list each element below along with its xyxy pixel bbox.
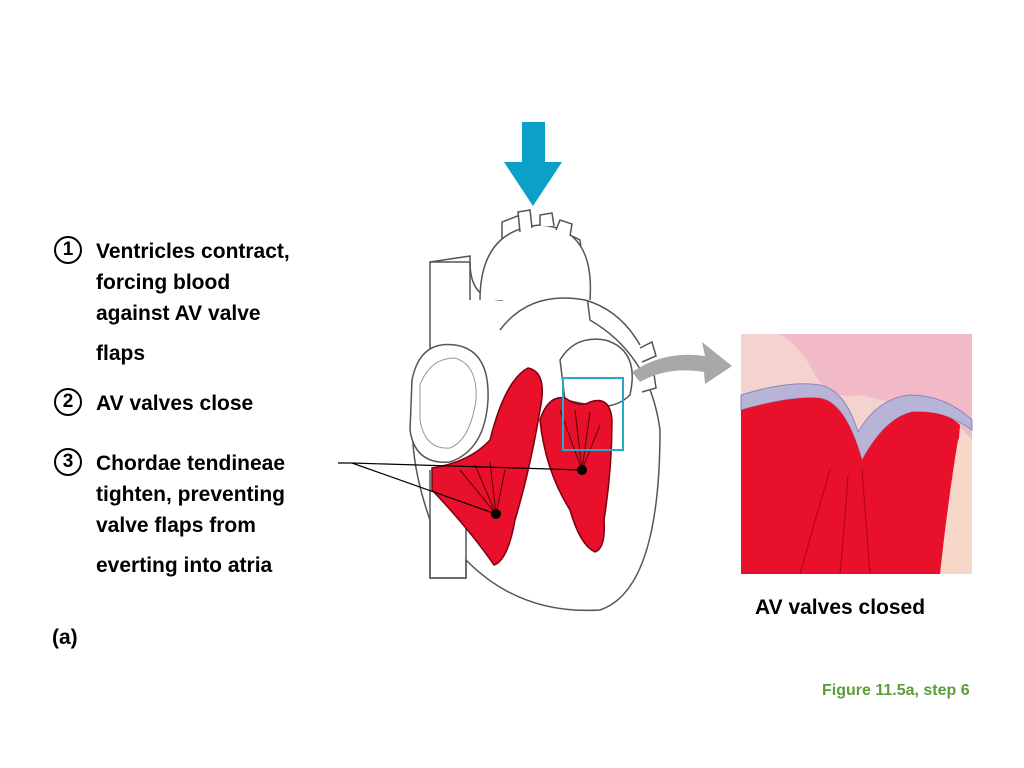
left-atrium xyxy=(559,338,633,407)
pulmonary-trunk xyxy=(499,297,641,346)
step-1-line: against AV valve xyxy=(96,302,261,325)
step-2-line: AV valves close xyxy=(96,392,254,415)
step-1-line: forcing blood xyxy=(96,271,231,294)
step-1-line: Ventricles contract, xyxy=(96,240,290,263)
arch-branches xyxy=(517,209,573,237)
leader-lines xyxy=(338,462,583,515)
step-2-text: AV valves close xyxy=(96,388,346,419)
chordae-dot-left xyxy=(491,509,501,519)
step-number-2: 2 xyxy=(54,388,82,416)
step-2: 2 AV valves close xyxy=(54,388,346,419)
detail-panel xyxy=(740,334,973,575)
step-3-line: valve flaps from xyxy=(96,514,256,537)
vena-cava xyxy=(429,255,471,579)
step-3-line: Chordae tendineae xyxy=(96,452,286,475)
step-3-line: tighten, preventing xyxy=(96,483,285,506)
chordae-dot-right xyxy=(577,465,587,475)
step-3-line: everting into atria xyxy=(96,554,273,577)
step-3-text: Chordae tendineae tighten, preventing va… xyxy=(96,448,346,581)
step-number-3: 3 xyxy=(54,448,82,476)
zoom-box xyxy=(562,377,624,451)
arrow-down-icon xyxy=(504,122,562,206)
panel-label: (a) xyxy=(52,626,78,649)
detail-caption: AV valves closed xyxy=(755,596,926,619)
right-atrium xyxy=(409,343,489,463)
figure-credit: Figure 11.5a, step 6 xyxy=(822,682,970,699)
zoom-arrow-icon xyxy=(632,342,732,384)
step-1-line: flaps xyxy=(96,342,146,365)
step-number-1: 1 xyxy=(54,236,82,264)
chordae-strands xyxy=(459,409,601,515)
step-1-text: Ventricles contract, forcing blood again… xyxy=(96,236,346,369)
step-1: 1 Ventricles contract, forcing blood aga… xyxy=(54,236,346,369)
step-3: 3 Chordae tendineae tighten, preventing … xyxy=(54,448,346,581)
left-ventricle xyxy=(539,396,613,553)
right-ventricle xyxy=(431,367,543,566)
